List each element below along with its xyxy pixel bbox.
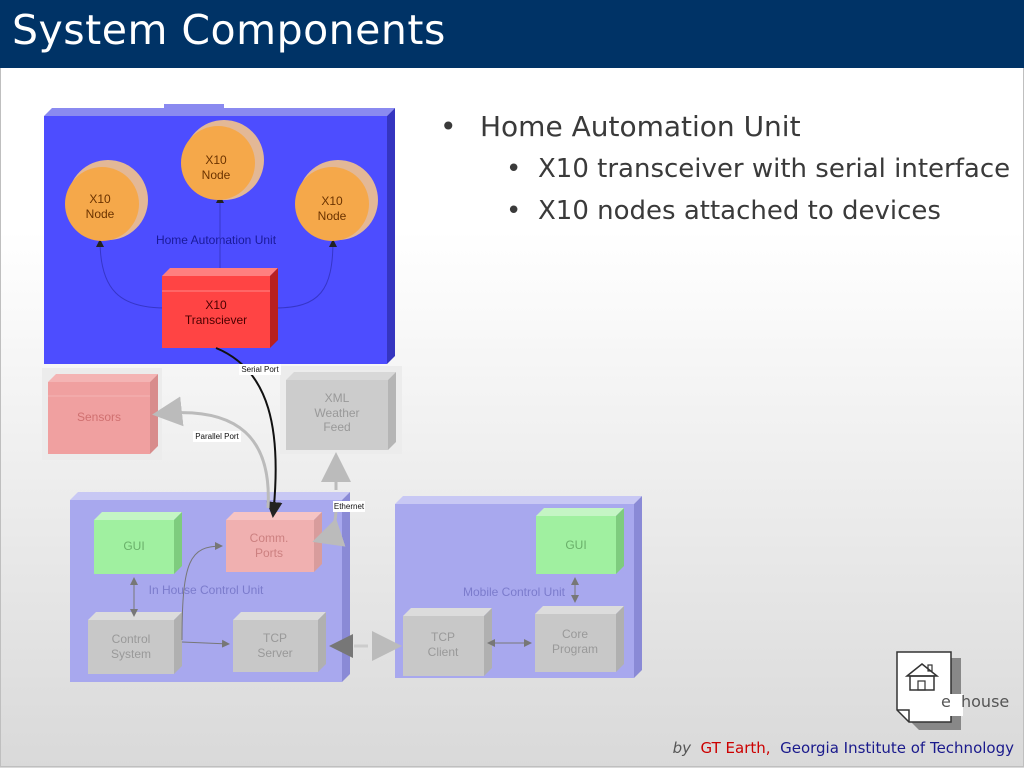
node-top-line1: X10 — [205, 153, 227, 167]
comm-ports-line1: Comm. — [250, 531, 289, 545]
footer-credit: by GT Earth, Georgia Institute of Techno… — [673, 739, 1014, 757]
core-program-line2: Program — [552, 642, 598, 656]
footer-georgia-tech: Georgia Institute of Technology — [780, 739, 1014, 757]
node-left-line1: X10 — [89, 192, 111, 206]
logo-word: house — [961, 692, 1009, 711]
xml-weather-feed-box: XML Weather Feed — [280, 366, 402, 454]
mobile-label: Mobile Control Unit — [463, 585, 566, 599]
bullet-main-text: Home Automation Unit — [480, 110, 801, 143]
sensors-label: Sensors — [77, 410, 121, 424]
bullet-dot: • — [506, 154, 522, 184]
ehouse-logo: e house — [895, 650, 1013, 732]
logo-letter: e — [941, 692, 951, 711]
x10-transceiver-box: X10 Transciever — [162, 268, 278, 348]
in-house-label: In House Control Unit — [149, 583, 264, 597]
sensors-box: Sensors — [42, 368, 162, 460]
node-left-line2: Node — [86, 207, 115, 221]
bullet-sub-1-text: X10 transceiver with serial interface — [538, 154, 1011, 184]
ethernet-connection: Ethernet — [312, 452, 365, 547]
core-program-line1: Core — [562, 627, 588, 641]
xml-feed-line2: Weather — [314, 406, 359, 420]
comm-ports-box: Comm. Ports — [226, 512, 322, 572]
gui-mobile-box: GUI — [536, 508, 624, 574]
gui-in-house-label: GUI — [123, 539, 144, 553]
parallel-port-label: Parallel Port — [195, 432, 239, 441]
control-system-line1: Control — [112, 632, 151, 646]
control-system-line2: System — [111, 647, 151, 661]
gui-mobile-label: GUI — [565, 538, 586, 552]
tcp-client-line2: Client — [428, 645, 459, 659]
bullet-dot: • — [440, 110, 457, 143]
x10-node-top: X10 Node — [181, 120, 264, 200]
serial-port-label: Serial Port — [241, 365, 279, 374]
transceiver-line1: X10 — [205, 298, 227, 312]
ethernet-label: Ethernet — [334, 502, 365, 511]
tcp-client-line1: TCP — [431, 630, 455, 644]
serial-port-connection: Serial Port — [215, 347, 283, 518]
control-system-box: Control System — [88, 612, 182, 674]
tcp-server-line2: Server — [257, 646, 292, 660]
house-document-icon: e house — [896, 651, 1009, 730]
core-program-box: Core Program — [535, 606, 624, 672]
footer-by: by — [672, 739, 691, 757]
xml-feed-line3: Feed — [323, 420, 350, 434]
gui-in-house-box: GUI — [94, 512, 182, 574]
x10-node-left: X10 Node — [65, 160, 148, 241]
parallel-port-connection: Parallel Port — [152, 396, 270, 509]
node-connectors — [96, 195, 337, 309]
node-right-line1: X10 — [321, 194, 343, 208]
bullet-sub-2-text: X10 nodes attached to devices — [538, 196, 941, 226]
comm-ports-line2: Ports — [255, 546, 283, 560]
transceiver-line2: Transciever — [185, 313, 247, 327]
in-house-links — [130, 542, 579, 648]
x10-node-right: X10 Node — [295, 160, 378, 241]
bullet-dot: • — [506, 196, 522, 226]
tcp-client-box: TCP Client — [403, 608, 492, 676]
tcp-server-box: TCP Server — [233, 612, 326, 672]
tcp-server-line1: TCP — [263, 631, 287, 645]
footer-gt-earth: GT Earth, — [700, 739, 771, 757]
home-automation-unit-label: Home Automation Unit — [156, 233, 277, 247]
node-right-line2: Node — [318, 209, 347, 223]
xml-feed-line1: XML — [325, 391, 350, 405]
node-top-line2: Node — [202, 168, 231, 182]
header-bar: System Components — [0, 0, 1024, 68]
slide-title: System Components — [12, 6, 446, 54]
